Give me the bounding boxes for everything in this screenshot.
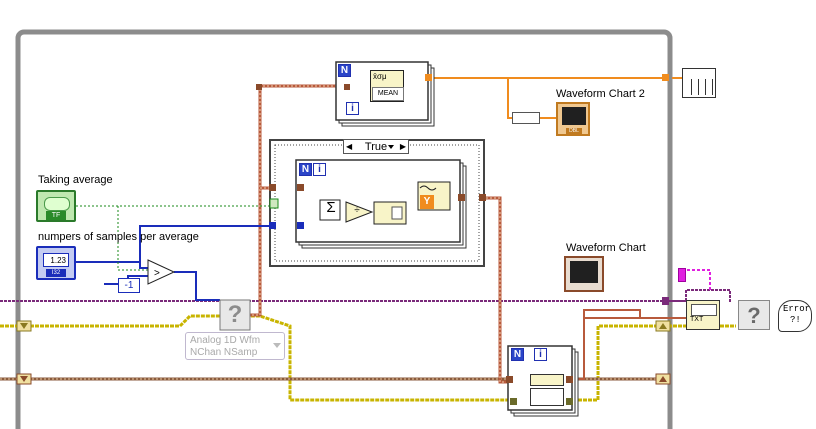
error-line1: Error bbox=[783, 304, 811, 314]
daq-read-icon[interactable] bbox=[219, 299, 251, 331]
cluster-node-icon[interactable] bbox=[530, 388, 564, 406]
waveform-chart-2-label: Waveform Chart 2 bbox=[556, 88, 645, 100]
task-wire[interactable] bbox=[0, 289, 731, 302]
txt-label: TXT bbox=[690, 316, 704, 323]
mean-loop-iteration: i bbox=[346, 102, 359, 115]
case-selector[interactable]: ◀ True ▶ bbox=[343, 139, 409, 154]
write-to-file-icon[interactable]: TXT bbox=[686, 300, 720, 330]
mean-loop-count[interactable]: N bbox=[338, 64, 351, 77]
chart-screen bbox=[562, 107, 586, 125]
taking-average-label: Taking average bbox=[38, 174, 113, 186]
bottom-loop-count[interactable]: N bbox=[511, 348, 524, 361]
case-inc-arrow[interactable]: ▶ bbox=[399, 142, 406, 151]
case-selector-value: True bbox=[364, 141, 388, 153]
build-array-icon[interactable] bbox=[373, 201, 407, 225]
chart-screen bbox=[570, 261, 598, 283]
error-line2: ?! bbox=[790, 315, 801, 325]
file-path-constant[interactable] bbox=[678, 268, 686, 282]
boolean-wire[interactable] bbox=[76, 205, 272, 271]
question-icon: ? bbox=[227, 301, 243, 328]
waveform-chart-icon[interactable]: DBL bbox=[556, 102, 590, 136]
shift-registers[interactable] bbox=[16, 320, 671, 385]
svg-text:>: > bbox=[154, 268, 160, 279]
mean-vi-icon[interactable]: x̄σμ MEAN bbox=[370, 70, 404, 102]
boolean-control-icon[interactable]: TF bbox=[36, 190, 76, 222]
mean-text: MEAN bbox=[372, 87, 404, 101]
magenta-wire[interactable] bbox=[682, 269, 711, 290]
divide-icon[interactable] bbox=[345, 201, 374, 223]
waveform-chart-label: Waveform Chart bbox=[566, 242, 646, 254]
toggle-indicator bbox=[44, 197, 70, 211]
polymorphic-selector[interactable]: Analog 1D Wfm NChan NSamp bbox=[185, 332, 285, 360]
mean-glyph: x̄σμ bbox=[373, 72, 387, 81]
chevron-down-icon[interactable] bbox=[388, 145, 394, 149]
waveform-glyph bbox=[691, 304, 717, 316]
add-array-elements-icon[interactable] bbox=[319, 199, 341, 221]
error-wire-top[interactable] bbox=[0, 314, 736, 402]
get-waveform-components-icon[interactable] bbox=[530, 374, 564, 386]
y-terminal: Y bbox=[420, 195, 434, 209]
sum-glyph: Σ bbox=[326, 199, 336, 216]
table-indicator-icon[interactable] bbox=[682, 68, 716, 98]
chevron-down-icon bbox=[273, 343, 281, 348]
dbl-tag: DBL bbox=[566, 128, 582, 134]
waveform-chart-icon[interactable] bbox=[564, 256, 604, 292]
table-grid bbox=[685, 79, 713, 95]
numeric-repr-tag: I32 bbox=[46, 269, 66, 277]
samples-per-average-label: numpers of samples per average bbox=[38, 231, 199, 243]
compare-greater-icon[interactable]: > bbox=[147, 259, 176, 285]
minus-one-constant[interactable]: -1 bbox=[118, 278, 140, 293]
inner-loop-count[interactable]: N bbox=[299, 163, 312, 176]
daq-read-line1: Analog 1D Wfm bbox=[190, 335, 261, 346]
bool-terminal-tag: TF bbox=[46, 211, 66, 220]
daq-read-line2: NChan NSamp bbox=[190, 347, 258, 358]
error-handler-icon[interactable]: Error ?! bbox=[778, 300, 812, 332]
inner-loop-iteration: i bbox=[313, 163, 326, 176]
question-icon[interactable]: ? bbox=[738, 300, 770, 330]
tunnels bbox=[256, 74, 669, 405]
build-waveform-node[interactable] bbox=[512, 112, 540, 124]
numeric-control-icon[interactable]: 1.23 I32 bbox=[36, 246, 76, 280]
while-loop-frame[interactable] bbox=[15, 29, 673, 429]
divide-glyph: ÷ bbox=[354, 205, 360, 216]
numeric-display: 1.23 bbox=[43, 253, 69, 267]
bottom-loop-iteration: i bbox=[534, 348, 547, 361]
case-dec-arrow[interactable]: ◀ bbox=[346, 142, 353, 151]
